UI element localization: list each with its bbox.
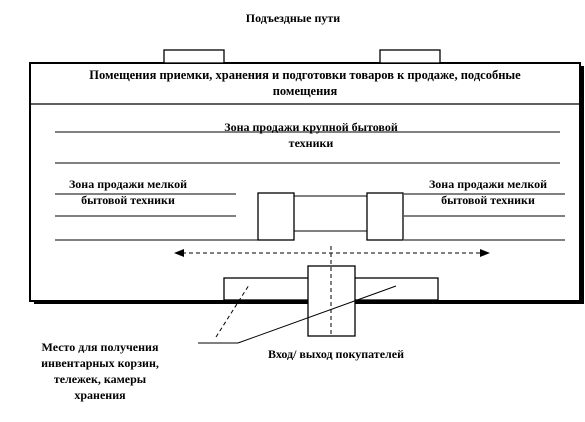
small-zone-left-line2: бытовой техники [81,193,175,207]
loading-dock-right [379,49,441,64]
small-zone-right-line2: бытовой техники [441,193,535,207]
carts-line4: хранения [74,388,126,402]
leader-carts-right [237,285,397,344]
display-left [257,192,295,241]
carts-line1: Место для получения [41,340,159,354]
access-roads-label: Подъездные пути [245,11,341,25]
storage-label-line2: помещения [272,84,338,98]
large-appliance-zone-label: Зона продажи крупной бытовой техники [180,119,442,151]
storage-label-line1: Помещения приемки, хранения и подготовки… [89,68,521,82]
small-zone-right-line1: Зона продажи мелкой [428,177,548,191]
arrow-head-left [174,249,184,257]
small-zone-left-line1: Зона продажи мелкой [68,177,188,191]
small-zone-right-label: Зона продажи мелкой бытовой техники [410,176,566,208]
entrance-label: Вход/ выход покупателей [267,347,405,361]
carts-line3: тележек, камеры [53,372,147,386]
arrow-head-right [480,249,490,257]
large-zone-line1: Зона продажи крупной бытовой [224,120,398,134]
display-right [366,192,404,241]
leader-carts-left [215,284,250,338]
carts-line2: инвентарных корзин, [41,356,159,370]
storage-area-label: Помещения приемки, хранения и подготовки… [31,67,579,99]
large-zone-line2: техники [288,136,334,150]
building-outline [29,62,581,302]
loading-dock-left [163,49,225,64]
carts-area-label: Место для получения инвентарных корзин, … [10,339,190,403]
small-zone-left-label: Зона продажи мелкой бытовой техники [50,176,206,208]
